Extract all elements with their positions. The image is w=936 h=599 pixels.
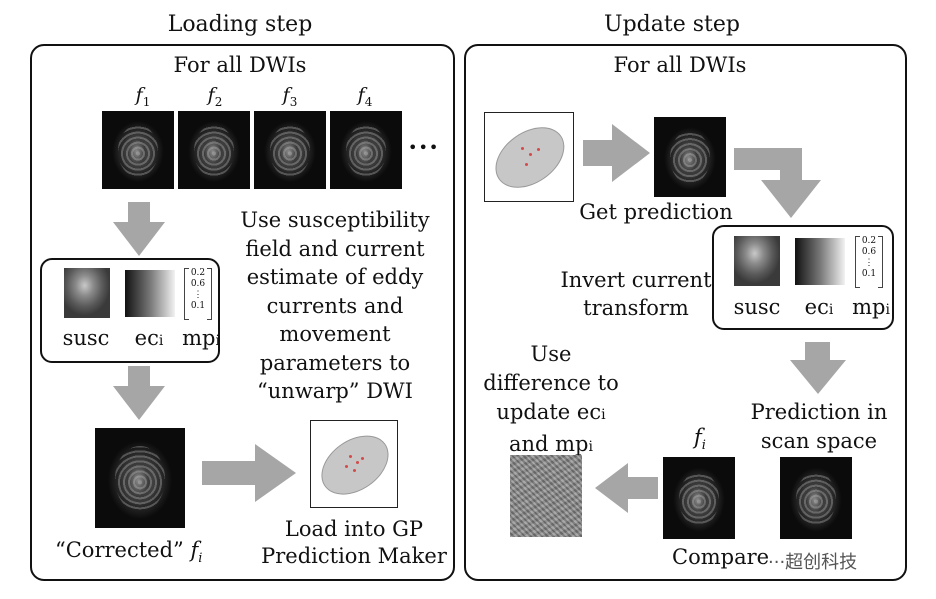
unwarp-explanation: Use susceptibility field and current est… — [240, 208, 430, 403]
dwi-frame-3 — [254, 111, 326, 189]
loading-step-title: Loading step — [167, 12, 313, 37]
loading-susc-image — [64, 268, 110, 318]
update-step-title: Update step — [604, 12, 740, 37]
loading-susc-label: susc — [62, 326, 110, 350]
arrow-down-1 — [113, 202, 165, 256]
watermark: ···超创科技 — [768, 552, 858, 573]
corrected-label: “Corrected” fi — [55, 538, 203, 567]
ellipsis: ••• — [408, 138, 440, 157]
loading-mp-vector: 0.2 0.6 ⋮ 0.1 — [184, 268, 212, 320]
scan-space-prediction-image — [780, 457, 852, 539]
arrow-down-3 — [790, 342, 846, 394]
dwi-frame-2 — [178, 111, 250, 189]
update-ec-label: eci — [804, 295, 834, 319]
update-step-panel — [464, 44, 907, 581]
update-susc-image — [734, 236, 780, 286]
invert-transform-label: Invert current transform — [560, 268, 712, 320]
prediction-scan-space-label: Prediction in scan space — [750, 400, 888, 453]
loading-mp-label: mpi — [182, 326, 220, 350]
difference-image — [510, 455, 582, 537]
update-mp-label: mpi — [852, 295, 890, 319]
dwi-frame-1 — [102, 111, 174, 189]
compare-label: Compare — [672, 545, 770, 569]
loading-step-panel — [30, 44, 455, 581]
fi-image — [663, 457, 735, 539]
use-difference-label: Use difference to update eci and mpi — [483, 342, 619, 456]
update-susc-label: susc — [733, 295, 781, 319]
loading-for-all-dwis: For all DWIs — [173, 53, 307, 77]
loading-ec-image — [125, 270, 175, 317]
arrow-bent-down — [734, 148, 821, 218]
update-for-all-dwis: For all DWIs — [613, 53, 747, 77]
update-ec-image — [795, 238, 845, 285]
loading-ec-label: eci — [134, 326, 164, 350]
frame-label-4: f4 — [357, 84, 373, 109]
update-mp-vector: 0.2 0.6 ⋮ 0.1 — [855, 236, 883, 288]
frame-label-3: f3 — [282, 84, 298, 109]
arrow-right-predict — [583, 124, 650, 182]
fi-label: fi — [694, 425, 706, 454]
arrow-down-2 — [113, 366, 165, 420]
gp-point-cloud-image — [310, 420, 400, 508]
corrected-dwi-image — [95, 428, 185, 528]
frame-label-2: f2 — [207, 84, 223, 109]
arrow-left-compare — [595, 463, 658, 513]
gp-load-label: Load into GP Prediction Maker — [261, 517, 447, 568]
arrow-right-gp — [202, 444, 296, 502]
predicted-dwi-image — [654, 117, 726, 197]
dwi-frame-4 — [330, 111, 402, 189]
get-prediction-label: Get prediction — [579, 200, 733, 224]
update-gp-point-cloud-image — [484, 112, 576, 202]
frame-label-1: f1 — [135, 84, 151, 109]
